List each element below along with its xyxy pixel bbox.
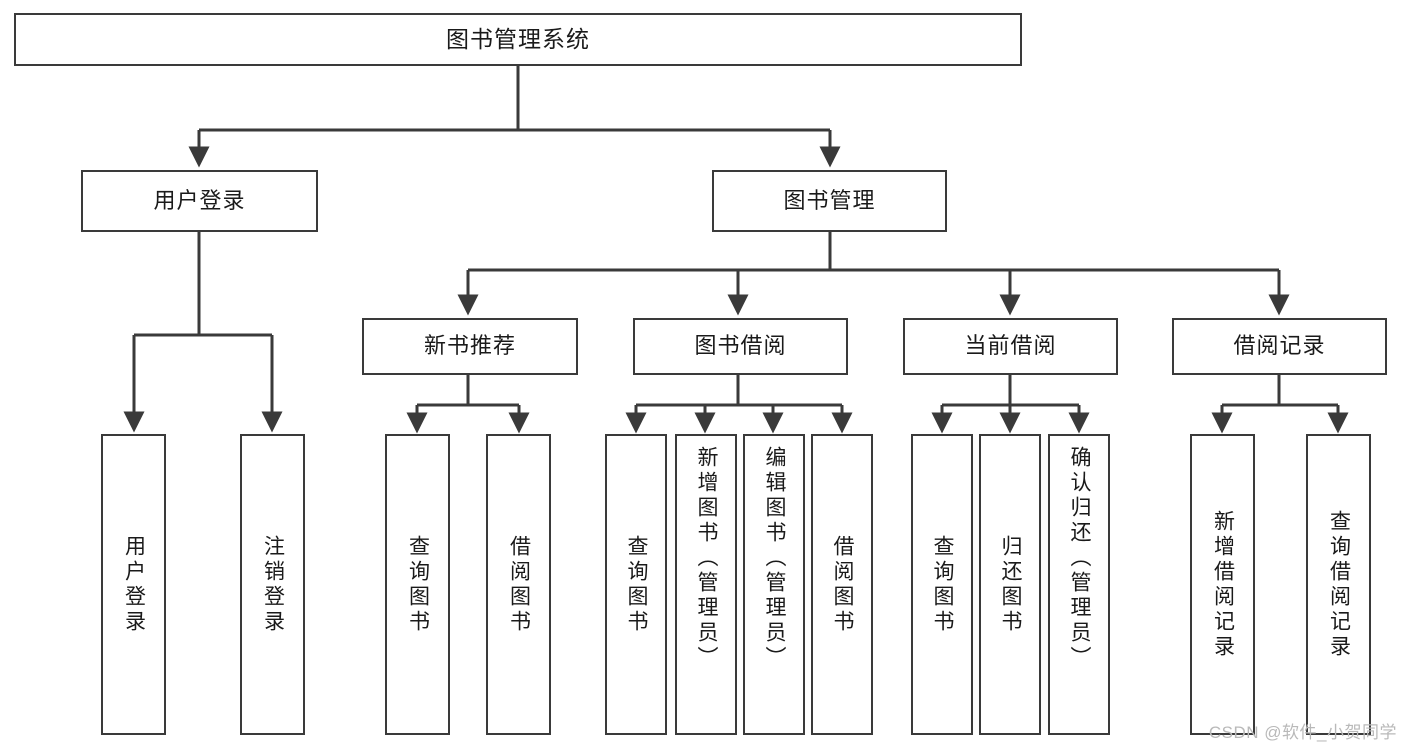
leaf-return-book[interactable]: 归还图书	[979, 434, 1041, 735]
node-root[interactable]: 图书管理系统	[14, 13, 1022, 66]
leaf-confirm-return[interactable]: 确认归还（管理员）	[1048, 434, 1110, 735]
node-book-borrow-label: 图书借阅	[694, 333, 787, 359]
leaf-borrow-book-2-label: 借阅图书	[831, 534, 855, 635]
node-current-borrow-label: 当前借阅	[964, 333, 1057, 359]
leaf-logout-login-label: 注销登录	[261, 534, 285, 635]
leaf-borrow-book-1-label: 借阅图书	[507, 534, 531, 635]
node-root-label: 图书管理系统	[446, 25, 590, 52]
node-new-book-rec-label: 新书推荐	[423, 333, 516, 359]
leaf-query-book-3[interactable]: 查询图书	[911, 434, 973, 735]
leaf-query-book-2-label: 查询图书	[625, 534, 649, 635]
leaf-query-book-1[interactable]: 查询图书	[385, 434, 450, 735]
leaf-confirm-return-label: 确认归还（管理员）	[1068, 446, 1092, 671]
leaf-borrow-book-2[interactable]: 借阅图书	[811, 434, 873, 735]
csdn-watermark: CSDN @软件_小贺同学	[1208, 723, 1397, 742]
leaf-add-book[interactable]: 新增图书（管理员）	[675, 434, 737, 735]
leaf-user-login[interactable]: 用户登录	[101, 434, 166, 735]
leaf-borrow-book-1[interactable]: 借阅图书	[486, 434, 551, 735]
node-borrow-record-label: 借阅记录	[1233, 333, 1326, 359]
node-book-manage[interactable]: 图书管理	[712, 170, 947, 232]
leaf-query-record-label: 查询借阅记录	[1327, 509, 1351, 660]
node-user-login[interactable]: 用户登录	[81, 170, 318, 232]
node-borrow-record[interactable]: 借阅记录	[1172, 318, 1387, 375]
leaf-edit-book-label: 编辑图书（管理员）	[763, 446, 787, 671]
node-book-manage-label: 图书管理	[783, 187, 876, 213]
leaf-user-login-label: 用户登录	[122, 534, 146, 635]
leaf-return-book-label: 归还图书	[999, 534, 1023, 635]
leaf-add-record[interactable]: 新增借阅记录	[1190, 434, 1255, 735]
node-book-borrow[interactable]: 图书借阅	[633, 318, 848, 375]
leaf-add-record-label: 新增借阅记录	[1211, 509, 1235, 660]
node-new-book-rec[interactable]: 新书推荐	[362, 318, 578, 375]
leaf-query-book-3-label: 查询图书	[931, 534, 955, 635]
leaf-query-record[interactable]: 查询借阅记录	[1306, 434, 1371, 735]
leaf-query-book-2[interactable]: 查询图书	[605, 434, 667, 735]
node-user-login-label: 用户登录	[153, 187, 246, 213]
leaf-query-book-1-label: 查询图书	[406, 534, 430, 635]
node-current-borrow[interactable]: 当前借阅	[903, 318, 1118, 375]
leaf-logout-login[interactable]: 注销登录	[240, 434, 305, 735]
leaf-edit-book[interactable]: 编辑图书（管理员）	[743, 434, 805, 735]
leaf-add-book-label: 新增图书（管理员）	[695, 446, 719, 671]
